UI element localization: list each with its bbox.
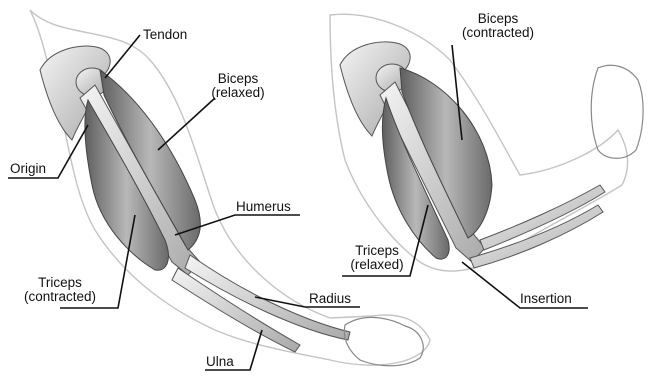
leader-biceps-relaxed [158, 98, 215, 150]
label-biceps-relaxed: Biceps (relaxed) [202, 72, 274, 100]
right-arm-illustration [330, 14, 643, 271]
label-biceps-relaxed-line2: (relaxed) [202, 86, 274, 100]
label-biceps-contracted-line2: (contracted) [452, 26, 544, 40]
right-fist-outline [591, 65, 643, 158]
label-insertion: Insertion [520, 292, 572, 306]
label-triceps-contracted-line1: Triceps [14, 276, 106, 290]
label-biceps-contracted: Biceps (contracted) [452, 12, 544, 40]
label-triceps-contracted-line2: (contracted) [14, 290, 106, 304]
label-biceps-contracted-line1: Biceps [452, 12, 544, 26]
label-ulna: Ulna [206, 355, 234, 369]
label-humerus: Humerus [236, 200, 291, 214]
label-biceps-relaxed-line1: Biceps [202, 72, 274, 86]
label-triceps-relaxed-line1: Triceps [344, 244, 410, 258]
label-triceps-relaxed: Triceps (relaxed) [344, 244, 410, 272]
label-radius: Radius [309, 292, 351, 306]
label-triceps-contracted: Triceps (contracted) [14, 276, 106, 304]
label-origin: Origin [10, 162, 46, 176]
label-triceps-relaxed-line2: (relaxed) [344, 258, 410, 272]
label-tendon: Tendon [143, 28, 187, 42]
